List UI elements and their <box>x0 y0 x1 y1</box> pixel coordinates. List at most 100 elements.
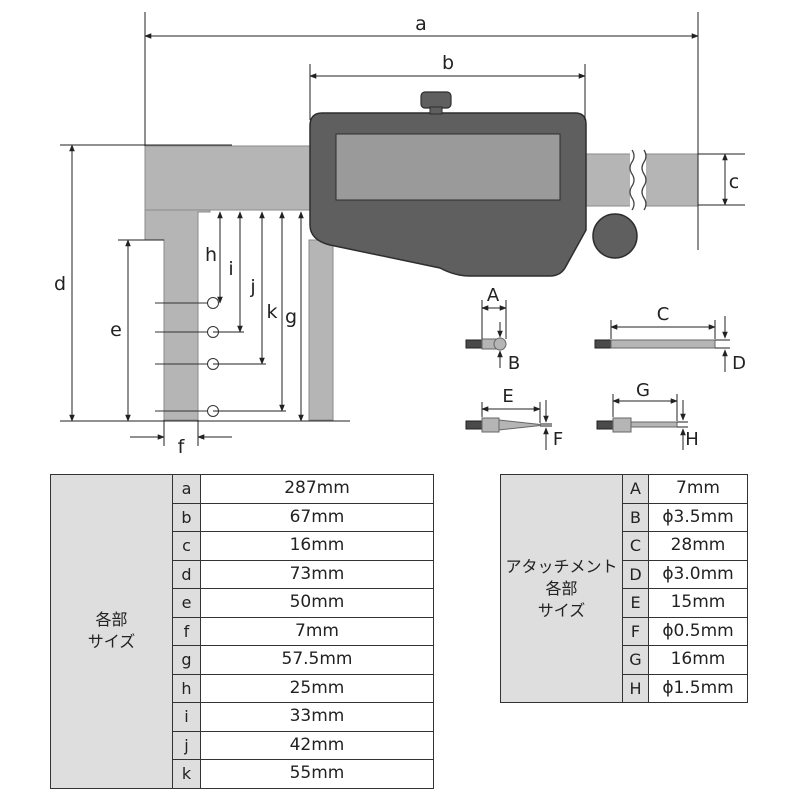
main-table-key: d <box>172 559 201 589</box>
dim-label-e: e <box>110 319 122 341</box>
dim-label-i: i <box>228 258 233 280</box>
attach-table-value: 7mm <box>648 474 748 504</box>
thumb-roller <box>592 213 638 259</box>
dim-label-b: b <box>442 52 454 74</box>
caliper-beam <box>144 145 311 211</box>
main-table-key: h <box>172 673 201 703</box>
main-table-value: 287mm <box>200 474 434 504</box>
attach-table-header-line: サイズ <box>537 600 586 620</box>
dim-label-c: c <box>729 171 739 193</box>
attach-label-E: E <box>502 386 513 407</box>
main-table-value: 57.5mm <box>200 645 434 675</box>
attach-table-key: A <box>622 474 649 504</box>
attach-label-C: C <box>657 304 670 325</box>
attach-table-value: ϕ3.0mm <box>648 559 748 589</box>
lock-knob <box>420 91 452 109</box>
attachment-labels: A B C D E F G H <box>487 285 746 450</box>
attach-label-H: H <box>685 429 699 450</box>
attach-table-key: E <box>622 588 649 618</box>
attach-label-B: B <box>508 353 520 374</box>
attachment-ball-tip <box>465 300 507 368</box>
attach-label-G: G <box>636 380 650 401</box>
dim-label-d: d <box>54 273 66 295</box>
main-table-value: 73mm <box>200 559 434 589</box>
dim-label-k: k <box>266 301 277 323</box>
attach-table-value: ϕ0.5mm <box>648 616 748 646</box>
attach-table-value: ϕ1.5mm <box>648 673 748 703</box>
attachment-thin-pin <box>596 394 688 450</box>
attach-table-key: D <box>622 559 649 589</box>
attach-table-value: 16mm <box>648 645 748 675</box>
dimension-lines <box>60 12 745 446</box>
attach-label-A: A <box>487 285 500 306</box>
main-table-header-line: サイズ <box>87 632 136 652</box>
dim-label-a: a <box>415 13 427 35</box>
main-table-key: b <box>172 502 201 532</box>
attachment-needle <box>465 400 552 450</box>
main-table-value: 67mm <box>200 502 434 532</box>
attach-table-value: 28mm <box>648 531 748 561</box>
main-table-key: k <box>172 759 201 789</box>
dimension-labels: a b c d e f g h i j k <box>54 13 739 458</box>
main-table-key: g <box>172 645 201 675</box>
main-table-key: f <box>172 616 201 646</box>
attach-table-key: G <box>622 645 649 675</box>
attach-table-header: アタッチメント各部サイズ <box>500 474 623 703</box>
main-table-value: 25mm <box>200 673 434 703</box>
main-table-key: j <box>172 730 201 760</box>
attach-table-header-line: 各部 <box>545 578 578 598</box>
main-table-key: i <box>172 702 201 732</box>
main-table-header-line: 各部 <box>95 610 128 630</box>
attach-table-key: B <box>622 502 649 532</box>
dim-label-f: f <box>178 436 186 458</box>
lcd-display <box>335 133 561 201</box>
main-table-value: 33mm <box>200 702 434 732</box>
dim-label-g: g <box>285 306 297 328</box>
main-table-value: 50mm <box>200 588 434 618</box>
main-table-key: e <box>172 588 201 618</box>
main-table-key: a <box>172 474 201 504</box>
beam-break-mark <box>629 149 647 212</box>
main-table-value: 55mm <box>200 759 434 789</box>
attachment-diagrams <box>465 300 730 450</box>
attach-table-key: H <box>622 673 649 703</box>
fixed-jaw <box>144 209 211 421</box>
caliper-diagram: a b c d e f g h i j k <box>54 12 746 458</box>
attach-table-value: 15mm <box>648 588 748 618</box>
attach-label-F: F <box>553 429 563 450</box>
dim-label-j: j <box>249 276 255 298</box>
attach-label-D: D <box>732 353 746 374</box>
dim-label-h: h <box>205 244 217 266</box>
attach-table-key: F <box>622 616 649 646</box>
sliding-jaw <box>308 239 334 421</box>
attach-table-key: C <box>622 531 649 561</box>
main-table-header: 各部サイズ <box>50 474 173 789</box>
attachment-long-pin <box>594 316 730 372</box>
main-table-value: 42mm <box>200 730 434 760</box>
attach-table-header-line: アタッチメント <box>505 556 618 576</box>
main-table-key: c <box>172 531 201 561</box>
caliper-illustration <box>144 91 699 421</box>
main-table-value: 16mm <box>200 531 434 561</box>
attach-table-value: ϕ3.5mm <box>648 502 748 532</box>
main-table-value: 7mm <box>200 616 434 646</box>
